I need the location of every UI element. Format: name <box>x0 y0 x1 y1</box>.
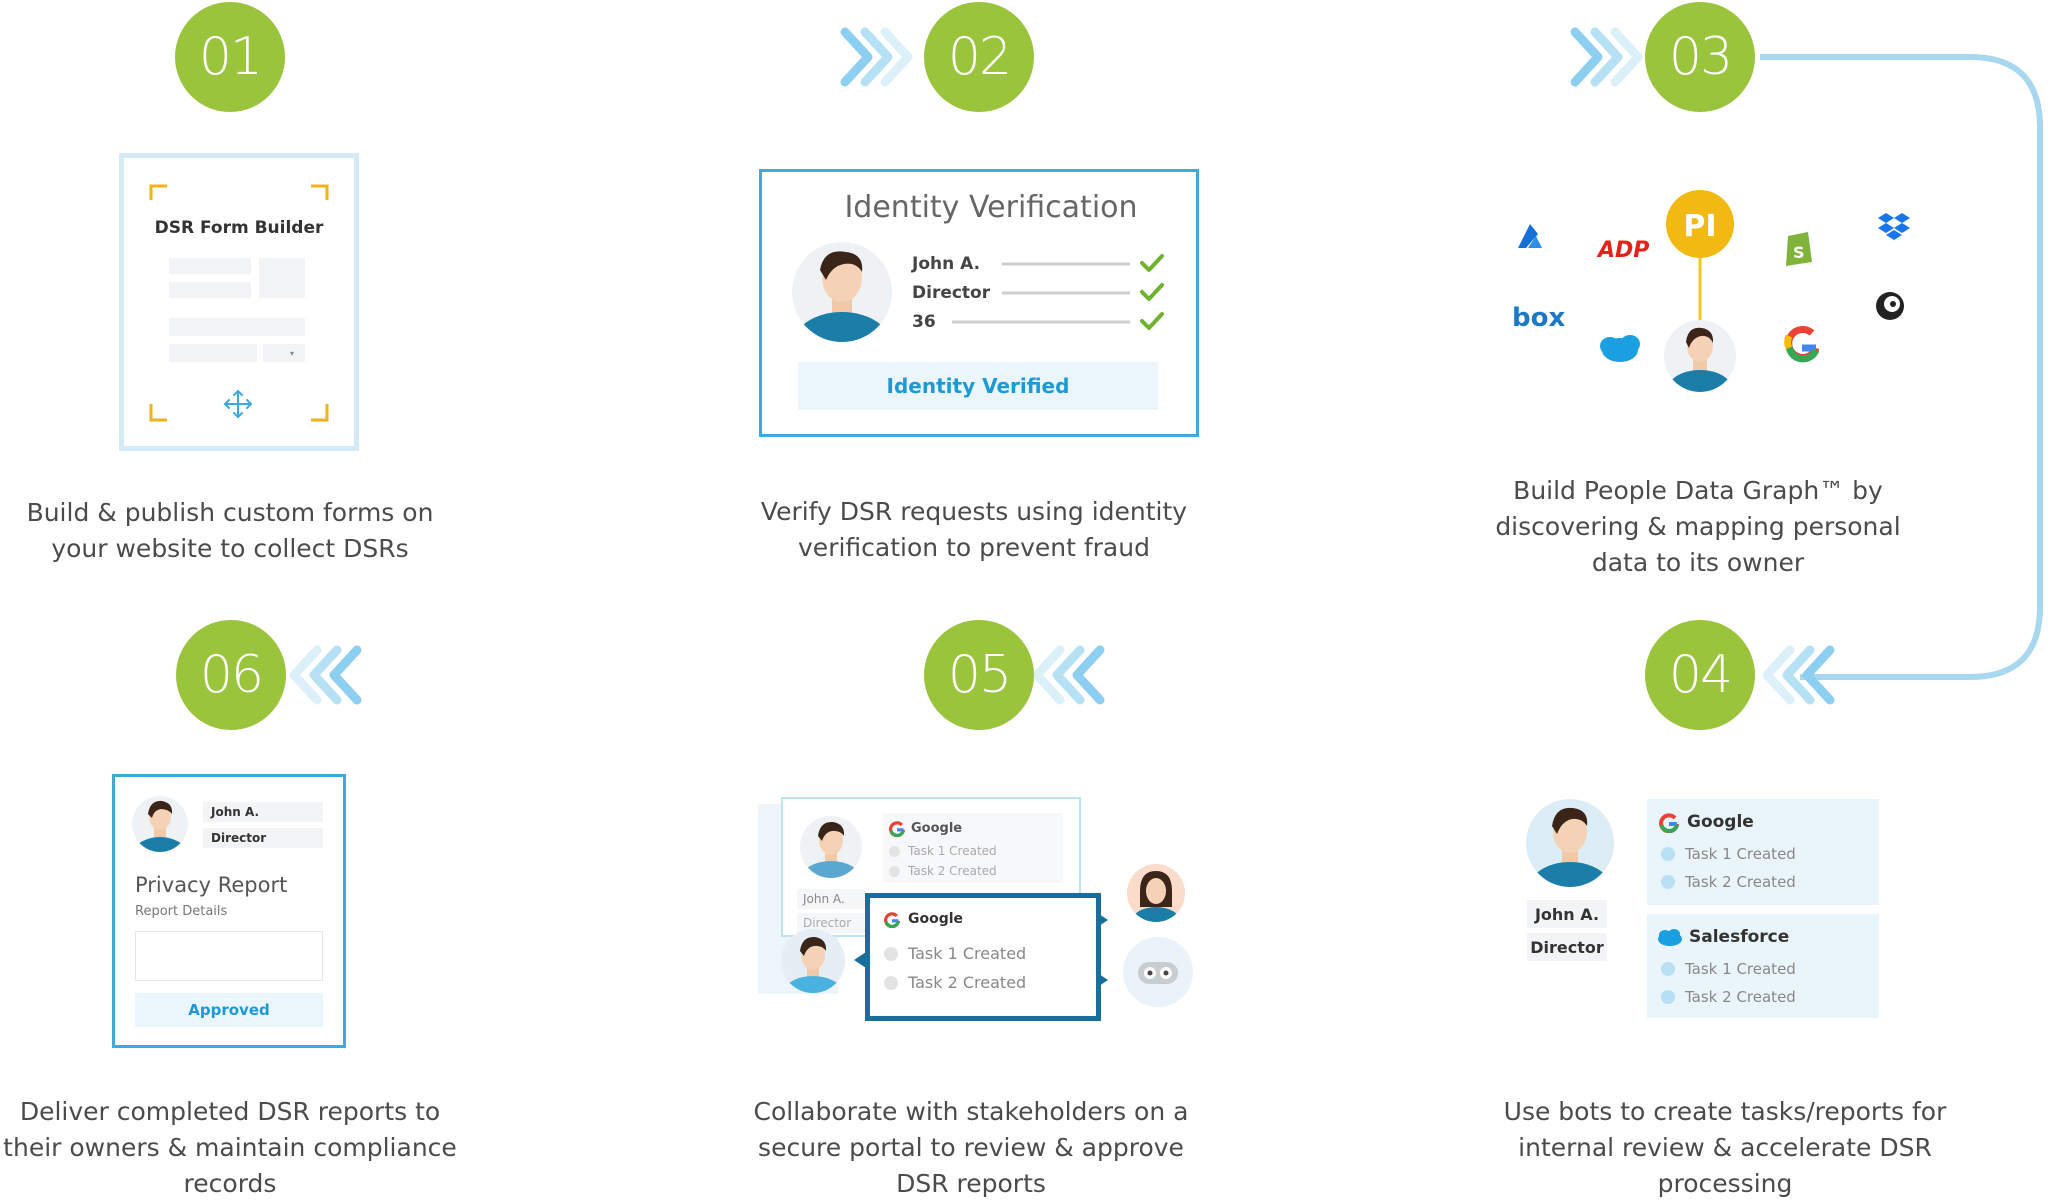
google-icon <box>1659 813 1679 833</box>
google-icon <box>1784 326 1820 363</box>
svg-text:S: S <box>1793 243 1805 262</box>
svg-text:▾: ▾ <box>290 349 294 358</box>
step-06-caption: Deliver completed DSR reports to their o… <box>3 1097 457 1198</box>
step-01-caption: Build & publish custom forms on your web… <box>26 498 434 563</box>
azure-icon <box>1518 224 1542 248</box>
task-card-service: Salesforce <box>1689 927 1790 947</box>
salesforce-icon <box>1600 335 1640 362</box>
identity-field-age: 36 <box>912 312 936 332</box>
task-item: Task 1 Created <box>889 844 997 858</box>
collab-front-card: Google Task 1 Created Task 2 Created <box>865 893 1101 1021</box>
report-title: Privacy Report <box>135 873 288 897</box>
identity-verified-badge: Identity Verified <box>798 362 1158 410</box>
task-item: Task 2 Created <box>1661 988 1796 1006</box>
chevron-left-icon <box>289 645 362 705</box>
collab-back-name: John A. <box>797 889 865 909</box>
step-04-badge: 04 <box>1645 620 1755 730</box>
avatar <box>1526 799 1614 887</box>
identity-title: Identity Verification <box>844 190 1138 225</box>
collab-back-task-panel <box>883 813 1063 883</box>
task-card-service: Google <box>1687 812 1754 832</box>
step-06-badge: 06 <box>176 620 286 730</box>
report-person-role: Director <box>203 828 323 848</box>
task-item: Task 1 Created <box>1661 845 1796 863</box>
chevron-right-icon <box>1570 27 1643 87</box>
avatar <box>132 796 188 852</box>
task-item: Task 2 Created <box>884 973 1026 992</box>
shopify-icon: S <box>1786 232 1812 266</box>
card-pointers <box>854 912 1108 988</box>
step-02-caption: Verify DSR requests using identity verif… <box>760 497 1188 562</box>
pi-node-label: PI <box>1683 209 1716 244</box>
step-03-badge: 03 <box>1645 2 1755 112</box>
verification-lines <box>952 254 1164 330</box>
identity-field-role: Director <box>912 283 991 303</box>
task-card-google: Google Task 1 Created Task 2 Created <box>1647 799 1879 905</box>
identity-verification-card: Identity Verification John A. Director 3… <box>759 169 1199 437</box>
check-icon <box>1140 283 1164 301</box>
salesforce-icon <box>1658 929 1682 946</box>
step-02-badge: 02 <box>924 2 1034 112</box>
avatar <box>792 242 892 342</box>
move-icon <box>224 390 252 418</box>
box-icon: box <box>1512 303 1565 333</box>
step-01-badge: 01 <box>175 2 285 112</box>
report-details-field <box>135 931 323 981</box>
avatar <box>1127 864 1185 922</box>
report-person-name: John A. <box>203 802 323 822</box>
identity-field-name: John A. <box>912 254 981 274</box>
task-item: Task 1 Created <box>884 944 1026 963</box>
people-data-graph: PI ADP S box <box>1512 190 1910 392</box>
bots-person-role: Director <box>1527 933 1607 961</box>
privacy-report-card: John A. Director Privacy Report Report D… <box>112 774 346 1048</box>
avatar <box>781 929 845 993</box>
task-item: Task 1 Created <box>1661 960 1796 978</box>
form-builder-title: DSR Form Builder <box>154 218 324 238</box>
google-icon <box>884 912 900 928</box>
connector-03-04 <box>1760 54 2043 680</box>
report-subtitle: Report Details <box>135 904 228 919</box>
check-icon <box>1140 312 1164 330</box>
bots-person-name: John A. <box>1527 900 1607 928</box>
step-03-caption: Build People Data Graph™ by discovering … <box>1495 476 1901 577</box>
collab-back-card: John A. Director Google Task 1 Created T… <box>781 797 1081 937</box>
dropbox-icon <box>1878 213 1910 240</box>
chevron-right-icon <box>840 27 913 87</box>
frame-corners: ▾ <box>149 184 329 422</box>
collab-front-service: Google <box>908 911 964 927</box>
step-04-caption: Use bots to create tasks/reports for int… <box>1503 1097 1947 1198</box>
collab-back-service: Google <box>911 821 963 836</box>
google-icon <box>889 821 905 837</box>
avatar <box>800 816 862 878</box>
adp-icon: ADP <box>1596 238 1649 263</box>
task-item: Task 2 Created <box>1661 873 1796 891</box>
task-card-salesforce: Salesforce Task 1 Created Task 2 Created <box>1647 914 1879 1018</box>
step-05-badge: 05 <box>924 620 1034 730</box>
mailchimp-icon <box>1876 292 1904 320</box>
chevron-left-icon <box>1762 645 1835 705</box>
task-item: Task 2 Created <box>889 864 997 878</box>
form-builder-card: ▾ DSR Form Builder <box>119 153 359 451</box>
step-05-caption: Collaborate with stakeholders on a secur… <box>753 1097 1189 1198</box>
bot-avatar-icon <box>1123 937 1193 1007</box>
approved-badge: Approved <box>135 993 323 1027</box>
check-icon <box>1140 254 1164 272</box>
collab-back-role: Director <box>797 913 865 933</box>
chevron-left-icon <box>1032 645 1105 705</box>
